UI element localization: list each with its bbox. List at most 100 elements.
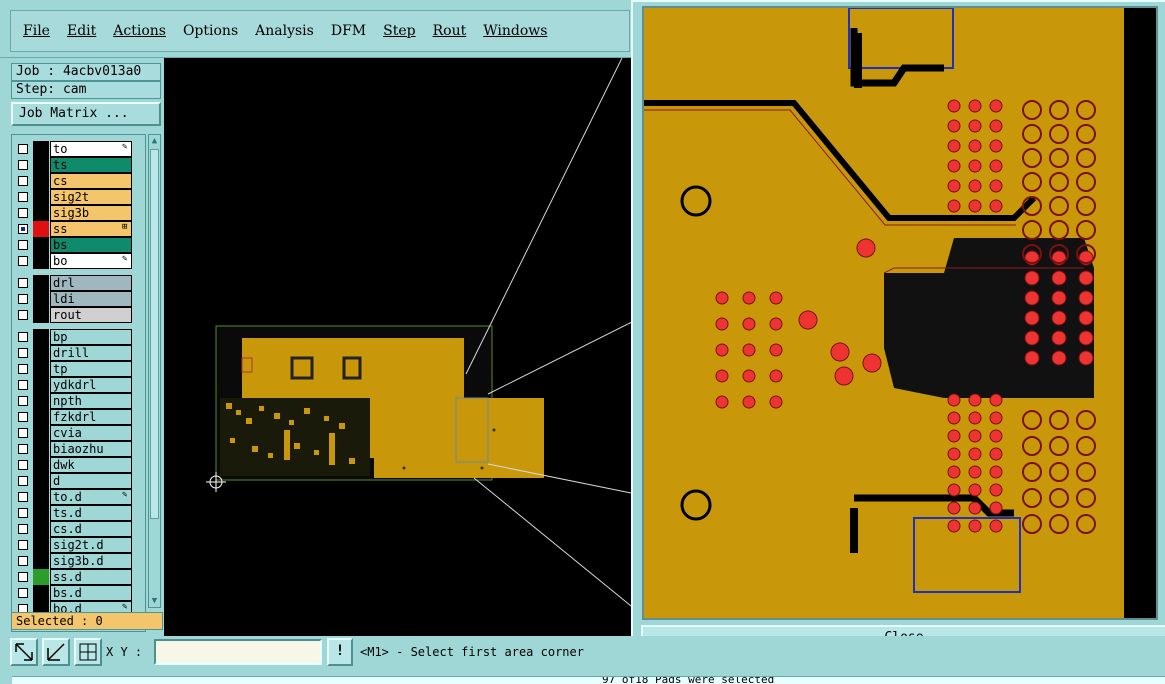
layer-row[interactable]: bs	[12, 237, 145, 253]
layer-color-swatch[interactable]	[33, 141, 49, 157]
layer-row[interactable]: drl	[12, 275, 145, 291]
layer-checkbox[interactable]	[18, 540, 28, 550]
layer-color-swatch[interactable]	[33, 221, 49, 237]
layer-checkbox[interactable]	[18, 588, 28, 598]
menu-dfm[interactable]: DFM	[330, 23, 367, 39]
layer-checkbox[interactable]	[18, 508, 28, 518]
layer-color-swatch[interactable]	[33, 329, 49, 345]
menu-analysis[interactable]: Analysis	[255, 23, 314, 39]
layer-row[interactable]: bs.d	[12, 585, 145, 601]
layer-color-swatch[interactable]	[33, 205, 49, 221]
layer-color-swatch[interactable]	[33, 505, 49, 521]
layer-checkbox[interactable]	[18, 160, 28, 170]
scroll-thumb[interactable]	[150, 149, 159, 519]
menu-rout[interactable]: Rout	[432, 23, 467, 39]
layer-color-swatch[interactable]	[33, 377, 49, 393]
layer-color-swatch[interactable]	[33, 569, 49, 585]
layer-color-swatch[interactable]	[33, 157, 49, 173]
layer-name[interactable]: sig3b	[50, 205, 132, 221]
layer-name[interactable]: bp	[50, 329, 132, 345]
menu-options[interactable]: Options	[182, 23, 239, 39]
layer-row[interactable]: cs.d	[12, 521, 145, 537]
layer-list-scrollbar[interactable]: ▲ ▼	[148, 134, 161, 608]
layer-row[interactable]: d	[12, 473, 145, 489]
layer-checkbox[interactable]	[18, 396, 28, 406]
layer-row[interactable]: sig2t	[12, 189, 145, 205]
layer-row[interactable]: cs	[12, 173, 145, 189]
layer-row[interactable]: ldi	[12, 291, 145, 307]
layer-name[interactable]: ts	[50, 157, 132, 173]
layer-row[interactable]: drill	[12, 345, 145, 361]
layer-color-swatch[interactable]	[33, 425, 49, 441]
layer-color-swatch[interactable]	[33, 441, 49, 457]
layer-color-swatch[interactable]	[33, 393, 49, 409]
layer-name[interactable]: dwk	[50, 457, 132, 473]
layer-row[interactable]: to✎	[12, 141, 145, 157]
layer-checkbox[interactable]	[18, 144, 28, 154]
layer-name[interactable]: bs.d	[50, 585, 132, 601]
layer-color-swatch[interactable]	[33, 553, 49, 569]
layer-checkbox[interactable]	[18, 428, 28, 438]
layer-name[interactable]: ydkdrl	[50, 377, 132, 393]
layer-checkbox[interactable]	[18, 278, 28, 288]
layer-name[interactable]: cs.d	[50, 521, 132, 537]
layer-row[interactable]: tp	[12, 361, 145, 377]
layer-name[interactable]: sig3b.d	[50, 553, 132, 569]
job-matrix-button[interactable]: Job Matrix ...	[11, 102, 161, 126]
zoom-fit-button[interactable]	[10, 638, 38, 666]
layer-color-swatch[interactable]	[33, 291, 49, 307]
layer-name[interactable]: tp	[50, 361, 132, 377]
layer-row[interactable]: sig3b.d	[12, 553, 145, 569]
layer-name[interactable]: d	[50, 473, 132, 489]
menu-file[interactable]: File	[23, 23, 50, 39]
layer-checkbox[interactable]	[18, 240, 28, 250]
layer-name[interactable]: ss.d	[50, 569, 132, 585]
layer-color-swatch[interactable]	[33, 409, 49, 425]
layer-checkbox[interactable]	[18, 176, 28, 186]
layer-row[interactable]: bo✎	[12, 253, 145, 269]
layer-row[interactable]: cvia	[12, 425, 145, 441]
layer-color-swatch[interactable]	[33, 307, 49, 323]
layer-row[interactable]: ts	[12, 157, 145, 173]
layer-checkbox[interactable]	[18, 572, 28, 582]
layer-name[interactable]: biaozhu	[50, 441, 132, 457]
layer-row[interactable]: ss⊞	[12, 221, 145, 237]
layer-color-swatch[interactable]	[33, 237, 49, 253]
layer-checkbox[interactable]	[18, 256, 28, 266]
exclaim-button[interactable]: !	[327, 638, 353, 666]
overview-canvas[interactable]	[164, 58, 636, 636]
layer-color-swatch[interactable]	[33, 585, 49, 601]
menu-edit[interactable]: Edit	[66, 23, 97, 39]
layer-row[interactable]: dwk	[12, 457, 145, 473]
layer-name[interactable]: fzkdrl	[50, 409, 132, 425]
layer-color-swatch[interactable]	[33, 345, 49, 361]
layer-checkbox[interactable]	[18, 224, 28, 234]
layer-row[interactable]: ss.d	[12, 569, 145, 585]
layer-name[interactable]: bs	[50, 237, 132, 253]
layer-name[interactable]: to.d	[50, 489, 132, 505]
layer-checkbox[interactable]	[18, 556, 28, 566]
measure-button[interactable]	[42, 638, 70, 666]
layer-checkbox[interactable]	[18, 380, 28, 390]
layer-checkbox[interactable]	[18, 460, 28, 470]
layer-name[interactable]: ldi	[50, 291, 132, 307]
layer-checkbox[interactable]	[18, 192, 28, 202]
layer-checkbox[interactable]	[18, 524, 28, 534]
layer-color-swatch[interactable]	[33, 473, 49, 489]
layer-name[interactable]: sig2t	[50, 189, 132, 205]
grid-button[interactable]	[74, 638, 102, 666]
layer-color-swatch[interactable]	[33, 173, 49, 189]
xy-input[interactable]	[154, 639, 322, 665]
layer-name[interactable]: ts.d	[50, 505, 132, 521]
scroll-up-icon[interactable]: ▲	[151, 136, 158, 146]
layer-name[interactable]: npth	[50, 393, 132, 409]
menu-actions[interactable]: Actions	[113, 23, 166, 39]
layer-checkbox[interactable]	[18, 332, 28, 342]
menu-windows[interactable]: Windows	[483, 23, 548, 39]
layer-name[interactable]: cs	[50, 173, 132, 189]
menu-step[interactable]: Step	[383, 23, 416, 39]
layer-color-swatch[interactable]	[33, 537, 49, 553]
layer-checkbox[interactable]	[18, 444, 28, 454]
layer-name[interactable]: rout	[50, 307, 132, 323]
layer-row[interactable]: ydkdrl	[12, 377, 145, 393]
